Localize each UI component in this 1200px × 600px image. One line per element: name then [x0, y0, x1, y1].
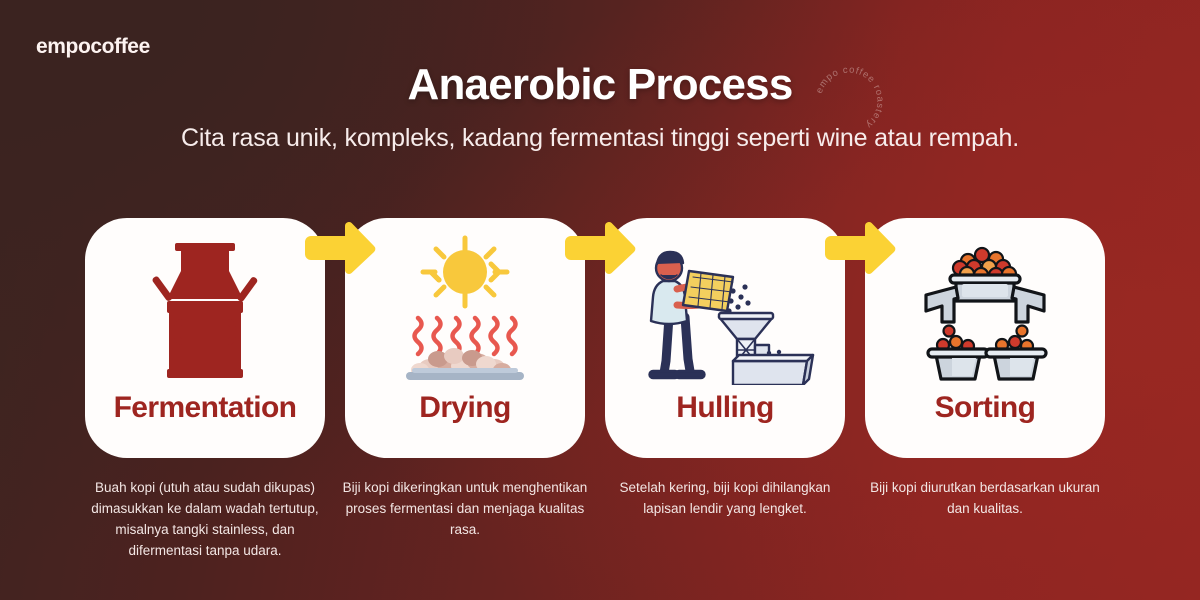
step-description-hulling: Setelah kering, biji kopi dihilangkan la…: [619, 480, 831, 516]
sun-drying-icon: [345, 218, 585, 393]
arrow-hulling-to-sorting-icon: [825, 222, 897, 278]
sorting-bins-icon: [865, 218, 1105, 393]
step-description-fermentation: Buah kopi (utuh atau sudah dikupas) dima…: [91, 480, 319, 558]
huller-machine-icon: [605, 218, 845, 393]
step-description-drying: Biji kopi dikeringkan untuk menghentikan…: [342, 480, 588, 537]
step-label: Sorting: [934, 391, 1036, 424]
arrow-drying-to-hulling-icon: [565, 222, 637, 278]
step-card-drying[interactable]: Drying: [345, 218, 585, 458]
milk-can-icon: [85, 218, 325, 393]
step-label: Drying: [419, 391, 511, 424]
step-label: Fermentation: [113, 391, 297, 424]
circular-watermark-icon: empo coffee roastery: [806, 58, 892, 144]
step-label: Hulling: [676, 391, 774, 424]
step-card-hulling[interactable]: Hulling: [605, 218, 845, 458]
page-title: Anaerobic Process: [407, 60, 793, 109]
step-card-fermentation[interactable]: Fermentation: [85, 218, 325, 458]
page-subtitle: Cita rasa unik, kompleks, kadang ferment…: [180, 124, 1019, 152]
arrow-fermentation-to-drying-icon: [305, 222, 377, 278]
step-description-sorting: Biji kopi diurutkan berdasarkan ukuran d…: [870, 480, 1100, 516]
step-card-sorting[interactable]: Sorting: [865, 218, 1105, 458]
brand-logo: empocoffee: [36, 35, 150, 58]
